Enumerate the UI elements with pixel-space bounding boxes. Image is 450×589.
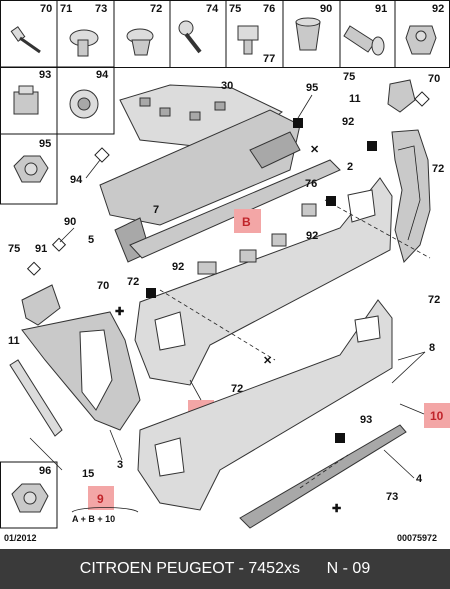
- callout-b-label: B: [242, 215, 251, 229]
- label-75-left: 75: [8, 243, 20, 255]
- callout-10: [424, 403, 450, 428]
- rivet-70-icon: [10, 26, 41, 54]
- label-91-top: 91: [375, 3, 387, 15]
- label-75-top: 75: [229, 3, 241, 15]
- side-bracket-2: [391, 129, 431, 263]
- label-70-left: 70: [97, 280, 109, 292]
- label-74: 74: [206, 3, 219, 15]
- label-73: 73: [386, 491, 398, 503]
- marker-95: [293, 118, 303, 128]
- label-92-right: 92: [342, 116, 354, 128]
- parts-diagram: 70 71 73 72 74 75 76 77 90 91 92 93 94 9…: [0, 0, 450, 543]
- cross-marker-73: ✚: [332, 503, 341, 515]
- label-75-right: 75: [343, 71, 355, 83]
- cross-marker-76: ✕: [310, 144, 319, 156]
- label-7: 7: [153, 204, 159, 216]
- clip-93-icon: [13, 85, 39, 115]
- label-72-left: 72: [127, 276, 139, 288]
- clips-b: [197, 203, 317, 275]
- cross-marker-72-bottom: ✕: [263, 355, 272, 367]
- label-72-right-bottom: 72: [428, 294, 440, 306]
- date-code: 01/2012: [4, 533, 37, 543]
- label-77: 77: [263, 53, 275, 65]
- marker-90: [51, 237, 67, 252]
- bracket-11-left: [21, 284, 61, 326]
- strip-15: [9, 359, 63, 437]
- marker-91: [26, 261, 42, 276]
- label-96: 96: [39, 465, 51, 477]
- marker-70-right: [414, 91, 430, 107]
- footer-page-text: N - 09: [326, 560, 371, 577]
- screw-73-icon: [69, 29, 99, 57]
- label-94: 94: [70, 174, 83, 186]
- label-93-box: 93: [39, 69, 51, 81]
- label-90: 90: [64, 216, 76, 228]
- label-95-top: 95: [306, 82, 318, 94]
- nut-92-icon: [405, 25, 437, 55]
- bolt-76-icon: [237, 25, 259, 55]
- clip-72-icon: [126, 28, 154, 56]
- label-11-left: 11: [8, 335, 20, 347]
- label-72-right-top: 72: [432, 163, 444, 175]
- label-2: 2: [347, 161, 353, 173]
- grommet-94-icon: [69, 89, 99, 119]
- rear-bumper-8: [137, 299, 393, 511]
- label-91: 91: [35, 243, 47, 255]
- label-76-top: 76: [263, 3, 275, 15]
- callout-9: [88, 486, 114, 510]
- footer-catalog-text: CITROEN PEUGEOT - 7452xs: [79, 560, 300, 577]
- reference-code: 00075972: [397, 533, 437, 543]
- label-92-left: 92: [172, 261, 184, 273]
- screw-74-icon: [178, 20, 202, 54]
- callout-b: [234, 209, 261, 233]
- label-15: 15: [82, 468, 94, 480]
- label-71: 71: [60, 3, 72, 15]
- marker-92-right: [367, 141, 377, 151]
- label-94-box: 94: [96, 69, 109, 81]
- label-95-box: 95: [39, 138, 51, 150]
- side-trim-left: [21, 311, 141, 431]
- marker-93: [335, 433, 345, 443]
- marker-94: [94, 147, 110, 163]
- plug-90-icon: [295, 17, 321, 51]
- nut-96-icon: [11, 483, 49, 513]
- box-96: [0, 461, 58, 529]
- label-72-top: 72: [150, 3, 162, 15]
- nut-95-icon: [13, 155, 49, 183]
- label-93: 93: [360, 414, 372, 426]
- footer-bar: CITROEN PEUGEOT - 7452xs N - 09: [0, 549, 450, 589]
- label-90-top: 90: [320, 3, 332, 15]
- label-92-top: 92: [432, 3, 444, 15]
- label-70-right: 70: [428, 73, 440, 85]
- callout-10-label: 10: [430, 409, 444, 423]
- bracket-11-top: [387, 79, 416, 113]
- label-4: 4: [416, 473, 423, 485]
- footer-spacer: [300, 560, 327, 578]
- rear-bumper-a: [134, 177, 393, 386]
- plug-91-icon: [343, 25, 385, 56]
- label-5: 5: [88, 234, 94, 246]
- label-92-mid: 92: [306, 230, 318, 242]
- label-76: 76: [305, 178, 317, 190]
- formula-text: A + B + 10: [72, 514, 115, 524]
- label-3: 3: [117, 459, 123, 471]
- label-70-top: 70: [40, 3, 52, 15]
- cross-marker-72-left: ✚: [115, 306, 124, 318]
- callout-9-label: 9: [97, 492, 104, 506]
- marker-92-mid: [326, 196, 336, 206]
- label-30: 30: [221, 80, 233, 92]
- label-73-top: 73: [95, 3, 107, 15]
- marker-92-left: [146, 288, 156, 298]
- label-8: 8: [429, 342, 435, 354]
- label-11-top: 11: [349, 93, 361, 105]
